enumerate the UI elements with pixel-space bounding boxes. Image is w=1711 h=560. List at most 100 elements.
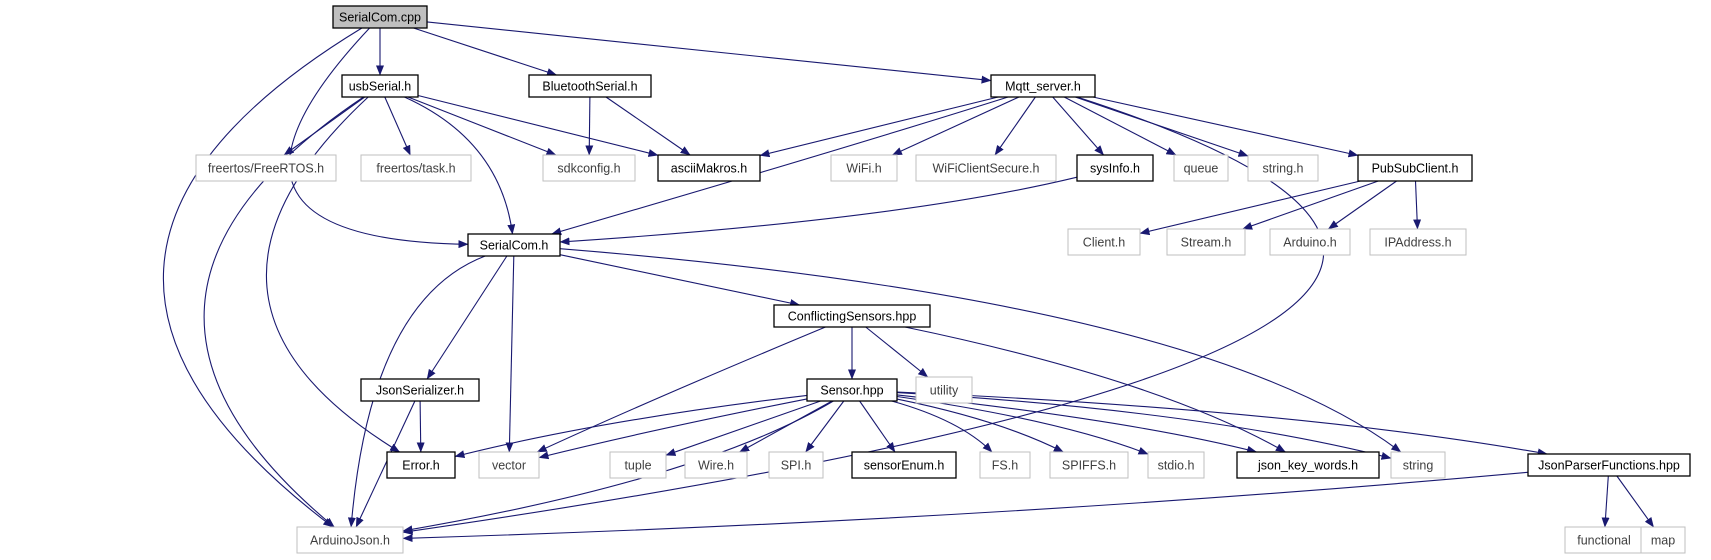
node-label: ArduinoJson.h (310, 534, 390, 548)
edge-jsonparserfunctions_hpp-to-functional (1601, 475, 1610, 528)
edge-sensor_hpp-to-spi_h (805, 400, 845, 453)
edge-sensor_hpp-to-fs_h (891, 400, 993, 453)
edge-bluetoothserial_h-to-asciimakros_h (605, 96, 691, 156)
node-tuple[interactable]: tuple (609, 451, 667, 479)
node-string[interactable]: string (1390, 451, 1446, 479)
edge-sensor_hpp-to-vector (538, 398, 808, 460)
node-wificlientsecure-h[interactable]: WiFiClientSecure.h (915, 154, 1057, 182)
node-utility[interactable]: utility (915, 376, 973, 404)
node-vector[interactable]: vector (478, 451, 540, 479)
node-queue[interactable]: queue (1173, 154, 1229, 182)
node-client-h[interactable]: Client.h (1067, 228, 1141, 256)
node-box (478, 451, 540, 479)
node-label: functional (1577, 534, 1631, 548)
node-box (528, 74, 652, 98)
node-asciimakros-h[interactable]: asciiMakros.h (657, 154, 761, 182)
edge-serialcom_cpp-to-serialcom_h (289, 27, 469, 249)
edge-sysinfo_h-to-serialcom_h (559, 176, 1078, 246)
node-box (851, 451, 957, 479)
edge-usbserial_h-to-sdkconfig_h (407, 96, 557, 156)
node-wifi-h[interactable]: WiFi.h (830, 154, 898, 182)
edge-usbserial_h-to-arduinojson_h (203, 96, 364, 528)
node-label: Arduino.h (1283, 236, 1337, 250)
edge-pubsubclient_h-to-ipaddress_h (1413, 180, 1422, 230)
node-bluetoothserial-h[interactable]: BluetoothSerial.h (528, 74, 652, 98)
edge-serialcom_cpp-to-arduinojson_h (163, 27, 363, 528)
nodes-layer: SerialCom.cpp usbSerial.h BluetoothSerial.… (195, 5, 1691, 554)
node-label: vector (492, 459, 526, 473)
node-stream-h[interactable]: Stream.h (1166, 228, 1246, 256)
node-box (1173, 154, 1229, 182)
edge-usbserial_h-to-freertos_task_h (384, 96, 411, 156)
node-string-h[interactable]: string.h (1247, 154, 1319, 182)
node-box (296, 526, 404, 554)
node-freertos-task-h[interactable]: freertos/task.h (360, 154, 472, 182)
node-label: tuple (624, 459, 651, 473)
edge-pubsubclient_h-to-arduino_h (1327, 180, 1397, 230)
node-fs-h[interactable]: FS.h (979, 451, 1031, 479)
node-mqtt-server-h[interactable]: Mqtt_server.h (990, 74, 1096, 98)
node-jsonparserfunctions-hpp[interactable]: JsonParserFunctions.hpp (1527, 453, 1691, 477)
node-box (467, 233, 561, 257)
node-conflictingsensors-hpp[interactable]: ConflictingSensors.hpp (773, 304, 931, 328)
node-label: SerialCom.cpp (339, 11, 421, 25)
edge-conflictingsensors_hpp-to-vector (536, 326, 826, 453)
node-sensorenum-h[interactable]: sensorEnum.h (851, 451, 957, 479)
node-map[interactable]: map (1640, 526, 1686, 554)
node-json-key-words-h[interactable]: json_key_words.h (1236, 451, 1380, 479)
edge-sensor_hpp-to-error_h (454, 394, 808, 459)
node-arduinojson-h[interactable]: ArduinoJson.h (296, 526, 404, 554)
node-sdkconfig-h[interactable]: sdkconfig.h (542, 154, 636, 182)
edge-usbserial_h-to-freertos_h (283, 96, 366, 156)
edge-sensor_hpp-to-stdio_h (896, 395, 1149, 455)
edge-usbserial_h-to-error_h (265, 96, 401, 453)
node-label: map (1651, 534, 1675, 548)
node-box (386, 451, 456, 479)
node-jsonserializer-h[interactable]: JsonSerializer.h (360, 378, 480, 402)
edge-conflictingsensors_hpp-to-utility (865, 326, 929, 378)
node-serialcom-h[interactable]: SerialCom.h (467, 233, 561, 257)
node-functional[interactable]: functional (1564, 526, 1644, 554)
node-serialcom-cpp[interactable]: SerialCom.cpp (332, 5, 428, 29)
node-box (1390, 451, 1446, 479)
node-label: Wire.h (698, 459, 734, 473)
node-box (1357, 154, 1473, 182)
node-spiffs-h[interactable]: SPIFFS.h (1049, 451, 1129, 479)
node-label: Stream.h (1181, 236, 1232, 250)
node-label: queue (1184, 162, 1219, 176)
edge-bluetoothserial_h-to-sdkconfig_h (585, 96, 594, 156)
edge-serialcom_h-to-string (559, 248, 1402, 453)
node-pubsubclient-h[interactable]: PubSubClient.h (1357, 154, 1473, 182)
node-label: JsonParserFunctions.hpp (1538, 459, 1680, 473)
node-stdio-h[interactable]: stdio.h (1147, 451, 1205, 479)
node-label: WiFi.h (846, 162, 881, 176)
node-sensor-hpp[interactable]: Sensor.hpp (806, 378, 898, 402)
node-box (195, 154, 337, 182)
node-freertos-h[interactable]: freertos/FreeRTOS.h (195, 154, 337, 182)
node-label: freertos/task.h (376, 162, 455, 176)
node-box (773, 304, 931, 328)
edge-pubsubclient_h-to-stream_h (1242, 180, 1379, 230)
node-arduino-h[interactable]: Arduino.h (1269, 228, 1351, 256)
node-label: Error.h (402, 459, 440, 473)
edge-usbserial_h-to-asciimakros_h (417, 94, 659, 157)
node-spi-h[interactable]: SPI.h (768, 451, 824, 479)
node-box (1269, 228, 1351, 256)
node-label: sdkconfig.h (557, 162, 620, 176)
node-label: SerialCom.h (480, 239, 549, 253)
node-label: Sensor.hpp (820, 384, 883, 398)
node-label: string (1403, 459, 1434, 473)
node-ipaddress-h[interactable]: IPAddress.h (1369, 228, 1467, 256)
node-wire-h[interactable]: Wire.h (684, 451, 748, 479)
node-label: utility (930, 384, 959, 398)
edge-jsonparserfunctions_hpp-to-map (1616, 475, 1655, 528)
node-error-h[interactable]: Error.h (386, 451, 456, 479)
node-label: stdio.h (1158, 459, 1195, 473)
node-usbserial-h[interactable]: usbSerial.h (341, 74, 419, 98)
node-sysinfo-h[interactable]: sysInfo.h (1076, 154, 1154, 182)
node-box (768, 451, 824, 479)
node-box (1049, 451, 1129, 479)
edge-serialcom_h-to-arduinojson_h (347, 255, 486, 528)
edge-serialcom_h-to-vector (505, 255, 515, 453)
node-box (341, 74, 419, 98)
